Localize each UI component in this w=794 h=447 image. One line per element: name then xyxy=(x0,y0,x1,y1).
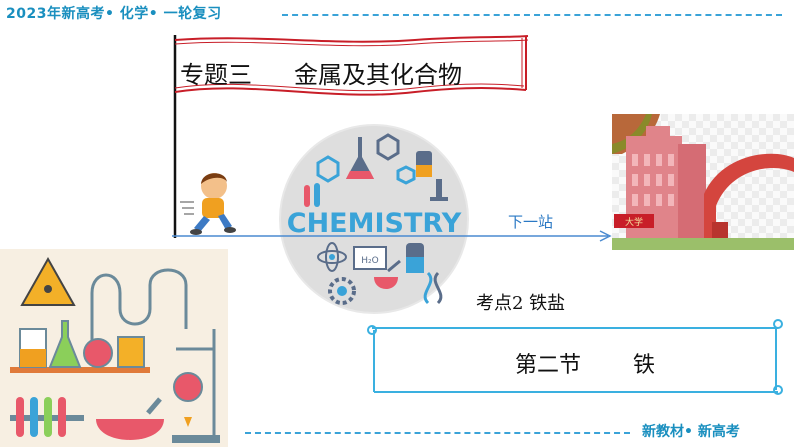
test-tube-rack-icon xyxy=(10,397,84,437)
dna-icon xyxy=(423,271,443,305)
atom-icon xyxy=(317,242,347,272)
bottle-icon xyxy=(406,243,424,273)
gear-icon xyxy=(328,277,356,305)
flask-icon xyxy=(48,320,82,368)
hexagon-icon xyxy=(316,133,416,185)
topic-number: 专题三 xyxy=(180,61,252,89)
running-boy-illustration xyxy=(180,173,236,235)
book-icon: H₂O xyxy=(353,246,387,270)
header-title: 2023年新高考• 化学• 一轮复习 xyxy=(6,6,222,22)
flask-icon xyxy=(346,137,374,179)
chemistry-word: CHEMISTRY xyxy=(287,208,462,239)
footer-brand: 新教材• 新高考 xyxy=(642,424,740,440)
cup-icon xyxy=(117,336,145,368)
ring-stand-icon xyxy=(172,329,220,443)
water-formula: H₂O xyxy=(361,256,378,266)
topic-banner xyxy=(173,35,529,238)
radiation-icon xyxy=(20,256,76,306)
mortar-icon xyxy=(96,397,164,440)
university-sign-text: 大学 xyxy=(625,216,643,228)
topic-title: 专题三 金属及其化合物 xyxy=(180,55,462,90)
next-stop-label: 下一站 xyxy=(508,213,554,231)
section-scroll xyxy=(367,319,783,395)
lab-equipment-illustration xyxy=(0,249,228,447)
beaker-icon xyxy=(19,328,47,368)
round-flask-icon xyxy=(83,338,113,368)
chemistry-badge: CHEMISTRY H₂O xyxy=(279,124,469,314)
section-chapter: 第二节 xyxy=(515,353,582,378)
topic-name: 金属及其化合物 xyxy=(294,61,462,89)
route-arrow xyxy=(172,230,612,242)
header-divider xyxy=(282,14,782,16)
beaker-icon xyxy=(416,151,432,177)
footer-divider xyxy=(245,432,630,434)
mortar-icon xyxy=(374,259,401,289)
exam-point-label: 考点2 铁盐 xyxy=(476,293,566,314)
section-title: 第二节 铁 xyxy=(515,347,655,379)
microscope-icon xyxy=(430,179,448,201)
section-subject: 铁 xyxy=(633,353,656,378)
test-tube-icon xyxy=(304,183,320,207)
university-gate-illustration: 大学 xyxy=(612,114,794,250)
